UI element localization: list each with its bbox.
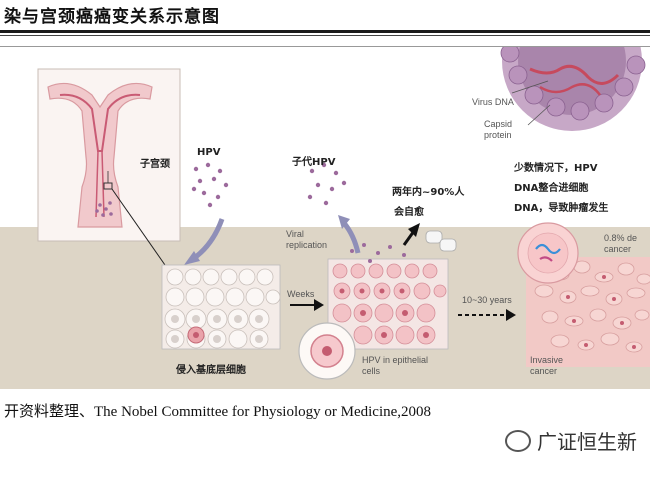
label-viral-replication: Viral replication (286, 229, 328, 250)
page-title: 染与宫颈癌癌变关系示意图 (4, 7, 220, 27)
source-citation: 开资料整理、The Nobel Committee for Physiology… (4, 404, 432, 420)
title-rule (0, 30, 650, 33)
label-cervix: 子宫颈 (140, 159, 170, 170)
label-basal-invasion: 侵入基底层细胞 (176, 365, 246, 376)
tissue-block-1 (161, 264, 281, 350)
label-virus-dna: Virus DNA (472, 97, 514, 107)
title-rule-thin (0, 35, 650, 36)
hpv-particles (191, 162, 229, 208)
virus-particle (500, 47, 646, 131)
progeny-hpv-particles (307, 162, 406, 263)
diagram-graphics (37, 47, 650, 380)
label-weeks: Weeks (287, 289, 315, 299)
label-hpv-epithelial-1: HPV in epithelial (362, 355, 429, 365)
cancer-tissue (517, 222, 650, 367)
label-hpv: HPV (197, 147, 221, 158)
watermark: 广证恒生新 (505, 426, 637, 455)
label-two-years: 两年内~90%人 (392, 187, 465, 198)
label-invasive-2: cancer (530, 366, 558, 376)
uterus-inset (37, 68, 181, 266)
watermark-text: 广证恒生新 (537, 430, 637, 454)
label-capsid-2: protein (484, 130, 512, 140)
label-progeny-hpv: 子代HPV (292, 157, 336, 168)
label-minority-1: 少数情况下，HPV (514, 163, 598, 174)
label-minority-2: DNA整合进细胞 (514, 183, 589, 194)
label-cancer-pct-2: cancer (604, 244, 632, 254)
label-cancer-pct-1: 0.8% de (604, 233, 638, 243)
label-invasive-1: Invasive (530, 355, 564, 365)
label-years: 10~30 years (462, 295, 512, 305)
wechat-icon (505, 429, 531, 452)
label-minority-3: DNA，导致肿瘤发生 (514, 203, 609, 214)
label-self-heal: 会自愈 (394, 207, 424, 218)
healed-cells (425, 230, 457, 252)
tissue-block-2 (298, 258, 449, 380)
label-hpv-epithelial-2: cells (362, 366, 381, 376)
diagram-figure: 子宫颈 HPV 子代HPV Viral replication Weeks 10… (0, 46, 650, 389)
label-capsid-1: Capsid (484, 119, 513, 129)
